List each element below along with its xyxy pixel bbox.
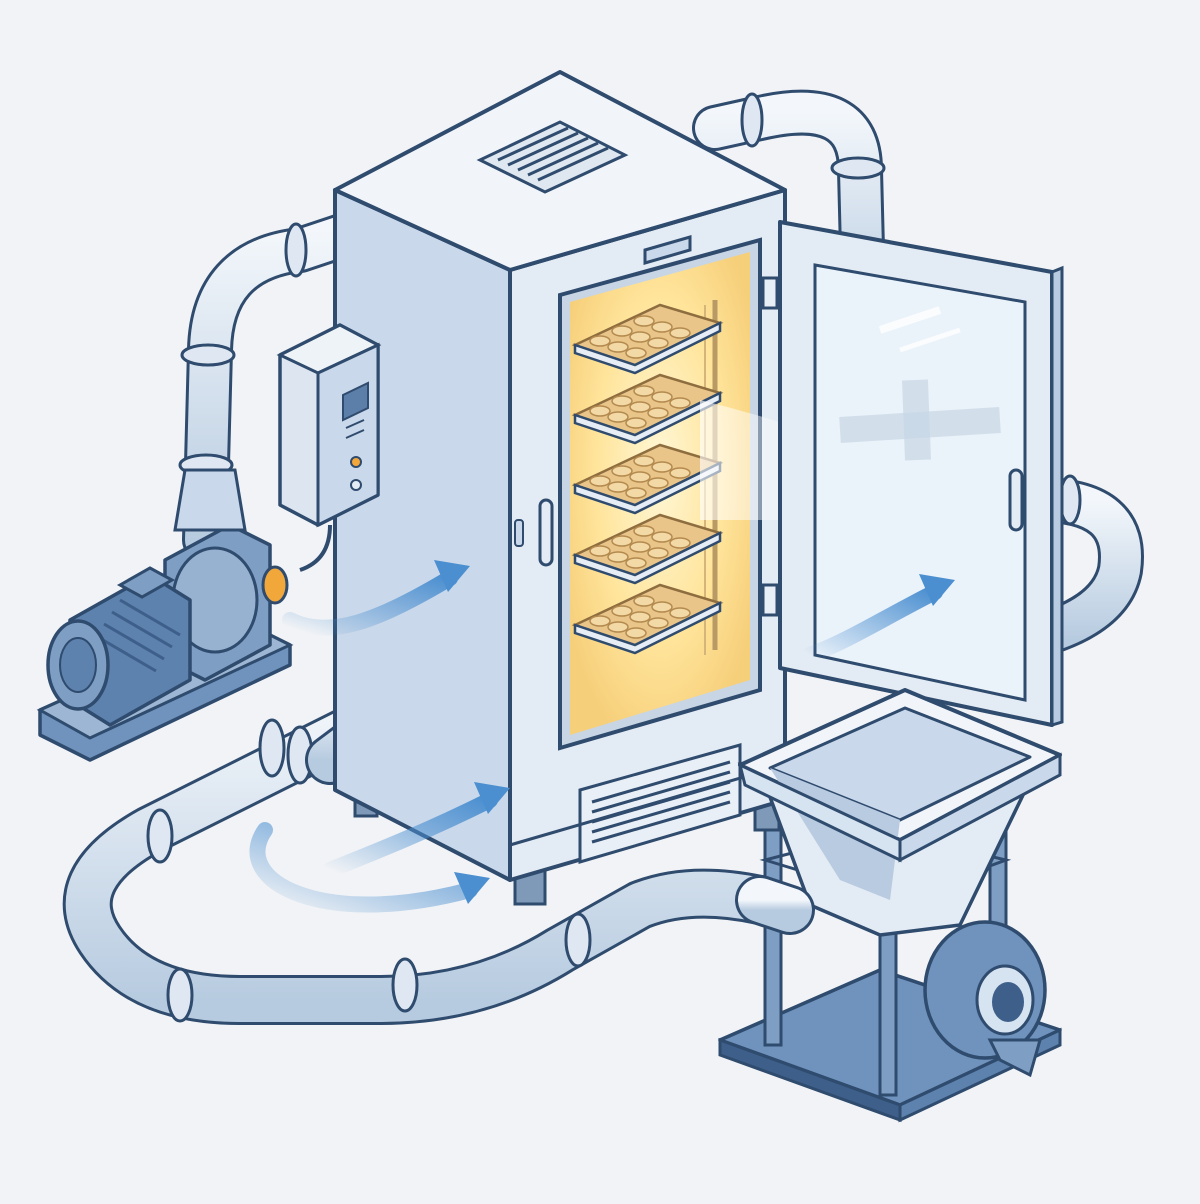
drying-tray bbox=[571, 373, 724, 445]
drying-tray bbox=[571, 583, 724, 655]
airflow-arrow-icon bbox=[282, 570, 458, 636]
airflow-arrow-icon bbox=[249, 822, 478, 913]
control-cable bbox=[299, 524, 332, 572]
piping-loop bbox=[62, 89, 1144, 1025]
indicator-light bbox=[350, 456, 362, 468]
control-knob[interactable] bbox=[350, 479, 362, 491]
airflow-arrows bbox=[249, 560, 955, 913]
door-handle[interactable] bbox=[1008, 468, 1024, 532]
control-panel[interactable] bbox=[276, 323, 382, 572]
cabinet-side-face bbox=[333, 188, 512, 882]
airflow-arrowhead bbox=[474, 782, 510, 814]
cabinet-label-plate bbox=[643, 235, 692, 265]
door-edge bbox=[1050, 265, 1064, 728]
drying-tray bbox=[571, 513, 724, 585]
airflow-arrow-icon bbox=[802, 584, 943, 663]
hopper-blower bbox=[718, 688, 1062, 1123]
airflow-arrowhead bbox=[434, 560, 470, 592]
door-hinge-top bbox=[761, 276, 779, 310]
drying-trays bbox=[571, 303, 724, 655]
airflow-arrowhead bbox=[919, 574, 955, 606]
airflow-arrow-icon bbox=[322, 792, 498, 878]
airflow-arrowhead bbox=[454, 872, 490, 904]
motor-pump bbox=[36, 468, 294, 762]
cabinet-door[interactable] bbox=[761, 220, 1064, 728]
door-hinge-bottom bbox=[761, 583, 779, 617]
door-glass-pane bbox=[813, 263, 1027, 702]
control-display bbox=[342, 381, 369, 422]
top-vent-icon bbox=[476, 120, 629, 194]
drying-tray bbox=[571, 303, 724, 375]
